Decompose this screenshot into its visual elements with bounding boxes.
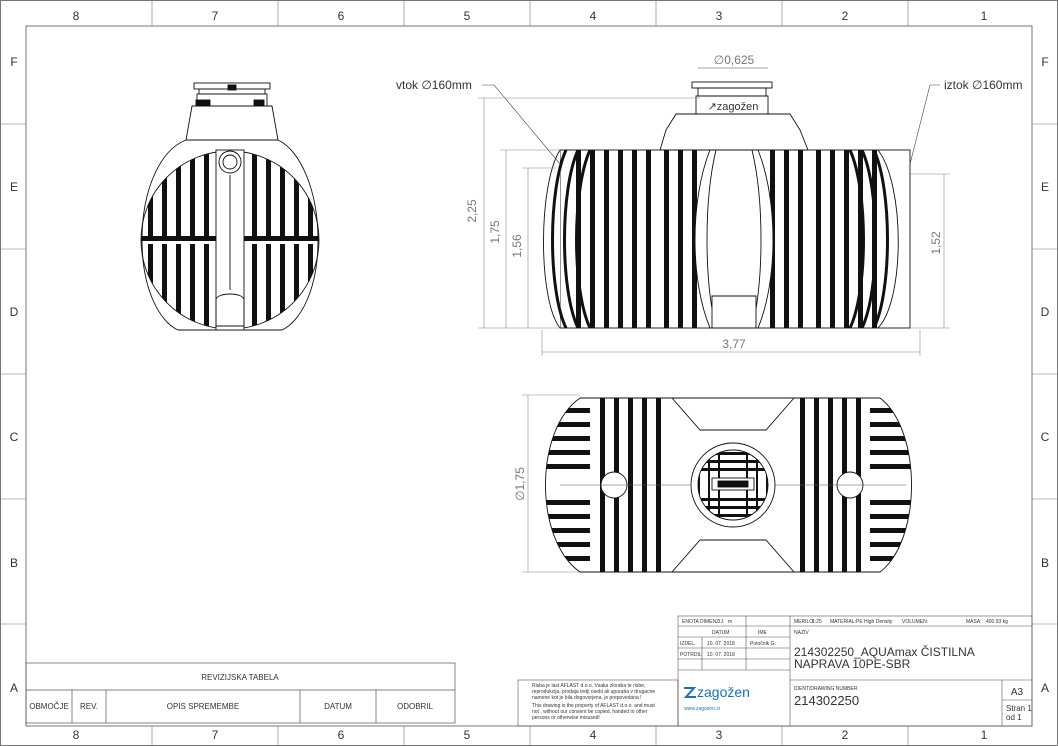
col-label-3-bottom: 3 bbox=[716, 728, 723, 742]
date-header: DATUM bbox=[712, 630, 729, 636]
col-label-8-bottom: 8 bbox=[73, 728, 80, 742]
row-label-b-right: B bbox=[1041, 556, 1049, 570]
dim-inlet-height: 1,56 bbox=[510, 234, 524, 258]
row-label-a-right: A bbox=[1041, 681, 1049, 695]
drawn-name: Potočnik G. bbox=[750, 641, 776, 647]
sheet-count-line2: od 1 bbox=[1006, 713, 1022, 722]
frame-column-labels-top: 8 7 6 5 4 3 2 1 bbox=[73, 9, 988, 23]
drawing-title-line1: 214302250_AQUAmax ČISTILNA bbox=[794, 644, 975, 659]
unit-value: m bbox=[728, 619, 732, 625]
approved-label: POTRDIL bbox=[680, 652, 702, 658]
end-view-dome bbox=[185, 105, 279, 141]
logo-mark-icon bbox=[683, 687, 697, 698]
mass-value: 400.93 kg bbox=[986, 619, 1008, 625]
row-label-e: E bbox=[10, 180, 18, 194]
col-label-5: 5 bbox=[464, 9, 471, 23]
notice-line: persons or otherwise misused! bbox=[532, 715, 600, 721]
row-label-c: C bbox=[10, 430, 19, 444]
material-value: PE High Density bbox=[856, 619, 893, 625]
col-label-7-bottom: 7 bbox=[212, 728, 219, 742]
col-label-6: 6 bbox=[338, 9, 345, 23]
volume-label: VOLUMEN: bbox=[902, 619, 928, 625]
revision-header-approved: ODOBRIL bbox=[397, 702, 434, 711]
col-label-8: 8 bbox=[73, 9, 80, 23]
material-label: MATERIAL: bbox=[830, 619, 856, 625]
side-view-lid bbox=[691, 81, 773, 89]
end-view-inlet-pipe bbox=[218, 150, 242, 174]
sheet-size: A3 bbox=[1011, 687, 1024, 698]
dim-body-height: 1,75 bbox=[488, 220, 502, 244]
col-label-1-bottom: 1 bbox=[981, 728, 988, 742]
scale-value: 1:25 bbox=[812, 619, 822, 625]
dimension-lines bbox=[478, 97, 950, 573]
outlet-callout: iztok ∅160mm bbox=[944, 78, 1022, 92]
row-label-b: B bbox=[10, 556, 18, 570]
revision-header-area: OBMOČJE bbox=[29, 702, 69, 711]
notice-line: not , without our consent be copied, han… bbox=[532, 709, 648, 715]
website-link[interactable]: www.zagozen.si bbox=[684, 706, 720, 712]
approved-date: 10. 07. 2018 bbox=[707, 652, 735, 658]
dim-outlet-height: 1,52 bbox=[929, 231, 943, 255]
dim-top-diameter: ∅1,75 bbox=[513, 467, 527, 501]
row-label-e-right: E bbox=[1041, 180, 1049, 194]
col-label-5-bottom: 5 bbox=[464, 728, 471, 742]
row-label-d-right: D bbox=[1041, 305, 1050, 319]
scale-label: MERILO: bbox=[794, 619, 815, 625]
tank-side-view bbox=[543, 81, 911, 329]
tank-plan-view bbox=[545, 397, 912, 573]
drawing-number: 214302250 bbox=[794, 693, 859, 708]
mass-label: MASA: bbox=[966, 619, 982, 625]
row-label-f-right: F bbox=[1041, 55, 1048, 69]
drawn-date: 10. 07. 2018 bbox=[707, 641, 735, 647]
tank-brand-label: ↗zagožen bbox=[708, 101, 759, 113]
callout-leaders bbox=[482, 67, 940, 165]
revision-header-rev: REV. bbox=[80, 702, 98, 711]
logo-text: zagožen bbox=[697, 684, 750, 700]
notice-line: reprodukcija, prodaja tretji osebi ali u… bbox=[532, 689, 655, 695]
notice-line: namene kot je bila dogovorjena, je prepo… bbox=[532, 695, 642, 701]
col-label-2: 2 bbox=[842, 9, 849, 23]
revision-header-description: OPIS SPREMEMBE bbox=[167, 702, 239, 711]
col-label-3: 3 bbox=[716, 9, 723, 23]
unit-label: ENOTA DIMENZIJ: bbox=[682, 619, 724, 625]
col-label-1: 1 bbox=[981, 9, 988, 23]
title-block bbox=[517, 615, 1033, 727]
tank-end-view bbox=[140, 82, 320, 331]
notice-line: This drawing is the property of AFLAST d… bbox=[532, 703, 655, 709]
sheet-count-line1: Stran 1 bbox=[1006, 704, 1032, 713]
dim-overall-height: 2,25 bbox=[465, 199, 479, 223]
col-label-2-bottom: 2 bbox=[842, 728, 849, 742]
ownership-notice: Risba je last AFLAST d.o.o. Vsaka zlorab… bbox=[532, 683, 655, 721]
frame-row-labels-right: F E D C B A bbox=[1041, 55, 1050, 695]
dim-overall-length: 3,77 bbox=[722, 337, 746, 351]
col-label-6-bottom: 6 bbox=[338, 728, 345, 742]
row-label-f: F bbox=[10, 55, 17, 69]
inlet-callout: vtok ∅160mm bbox=[396, 78, 472, 92]
drawing-number-label: IDENT/DRAWING NUMBER bbox=[794, 686, 858, 692]
drawing-title-line2: NAPRAVA 10PE-SBR bbox=[794, 657, 911, 671]
row-label-a: A bbox=[10, 681, 18, 695]
frame-column-labels-bottom: 8 7 6 5 4 3 2 1 bbox=[73, 728, 988, 742]
frame-row-labels-left: F E D C B A bbox=[10, 55, 19, 695]
notice-line: Risba je last AFLAST d.o.o. Vsaka zlorab… bbox=[532, 683, 645, 689]
revision-header-date: DATUM bbox=[324, 702, 352, 711]
drawn-label: IZDEL. bbox=[680, 641, 696, 647]
name-header: IME bbox=[758, 630, 768, 636]
col-label-4-bottom: 4 bbox=[590, 728, 597, 742]
revision-table-title: REVIZIJSKA TABELA bbox=[201, 673, 279, 682]
row-label-c-right: C bbox=[1041, 430, 1050, 444]
col-label-4: 4 bbox=[590, 9, 597, 23]
title-label: NAZIV bbox=[794, 630, 809, 636]
manhole-diameter-callout: ∅0,625 bbox=[714, 53, 755, 67]
company-logo: zagožen bbox=[683, 684, 750, 700]
revision-table bbox=[25, 662, 456, 724]
row-label-d: D bbox=[10, 305, 19, 319]
col-label-7: 7 bbox=[212, 9, 219, 23]
